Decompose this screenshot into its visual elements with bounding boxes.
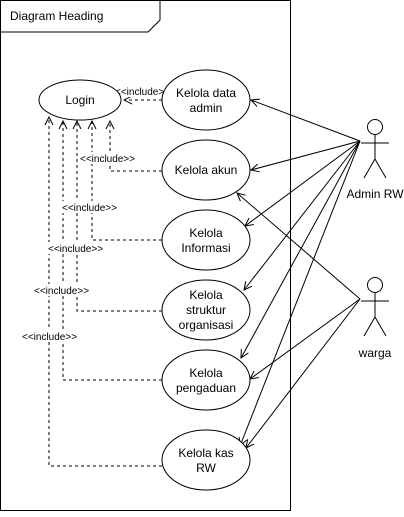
use-case-kelola-pengaduan-label-1: Kelola (189, 366, 223, 380)
system-boundary (0, 0, 291, 511)
use-case-kelola-pengaduan[interactable] (161, 349, 251, 411)
actor-admin-head (367, 119, 383, 135)
use-case-kelola-admin[interactable] (161, 69, 251, 131)
frame-title: Diagram Heading (10, 9, 103, 23)
frame-title-tab (0, 0, 161, 33)
use-case-kelola-informasi[interactable] (161, 209, 251, 271)
include-labels: <<include>> <<include>> <<include>> <<in… (20, 85, 170, 343)
include-label-pengaduan: <<include>> (34, 286, 89, 297)
assoc-admin-kelola-akun (251, 140, 361, 170)
include-line-kas (49, 117, 162, 467)
actor-admin-right-leg (374, 158, 387, 179)
use-case-kelola-struktur-label-1: Kelola (189, 288, 223, 302)
use-case-kelola-akun[interactable] (161, 139, 251, 201)
assoc-admin-kelola-informasi (245, 140, 361, 226)
include-label-admin: <<include>> (115, 87, 170, 98)
associations (237, 100, 361, 448)
assoc-warga-kelola-akun (237, 193, 361, 300)
assoc-admin-kelola-admin (251, 100, 361, 142)
actor-admin-left-leg (363, 158, 376, 179)
use-case-login[interactable] (38, 79, 122, 121)
use-case-kelola-kas-label-2: RW (196, 461, 216, 475)
assoc-admin-kelola-pengaduan (241, 140, 361, 358)
include-label-akun: <<include>> (80, 154, 135, 165)
assoc-warga-kelola-kas (246, 298, 361, 448)
use-case-kelola-struktur[interactable] (161, 279, 251, 341)
actor-warga-right-leg (374, 316, 387, 337)
actor-warga-left-leg (363, 316, 376, 337)
actor-warga-head (367, 277, 383, 293)
actor-admin[interactable] (361, 119, 389, 179)
use-case-kelola-informasi-label-2: Informasi (181, 241, 230, 255)
assoc-warga-kelola-pengaduan (250, 298, 361, 379)
actor-warga-label: warga (358, 346, 392, 360)
assoc-admin-kelola-struktur (244, 140, 361, 290)
use-case-kelola-pengaduan-label-2: pengaduan (176, 381, 236, 395)
include-line-akun (110, 121, 162, 172)
use-case-kelola-struktur-label-3: organisasi (179, 318, 234, 332)
include-label-informasi: <<include>> (62, 203, 117, 214)
include-label-struktur: <<include>> (48, 244, 103, 255)
use-case-kelola-struktur-label-2: struktur (186, 303, 226, 317)
use-case-kelola-informasi-label-1: Kelola (189, 226, 223, 240)
use-case-kelola-akun-label: Kelola akun (175, 163, 238, 177)
use-case-kelola-admin-label-2: admin (190, 101, 223, 115)
use-case-login-label: Login (65, 93, 94, 107)
use-case-kelola-admin-label-1: Kelola data (176, 86, 236, 100)
include-label-kas: <<include>> (22, 332, 77, 343)
actor-admin-label: Admin RW (346, 187, 404, 201)
use-case-kelola-kas[interactable] (161, 429, 251, 491)
actor-warga[interactable] (361, 277, 389, 337)
use-case-kelola-kas-label-1: Kelola kas (178, 446, 233, 460)
include-line-struktur (77, 121, 162, 312)
assoc-admin-kelola-kas (240, 140, 361, 446)
